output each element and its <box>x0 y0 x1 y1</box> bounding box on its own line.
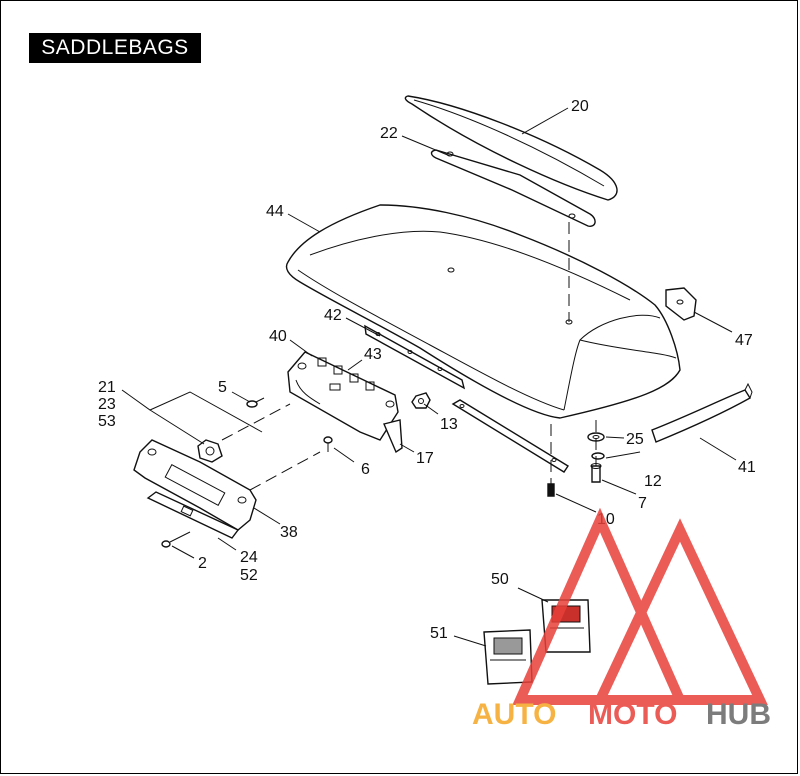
callout-20: 20 <box>571 98 589 115</box>
part-21-lock-cylinder <box>197 439 223 463</box>
part-20-trim-strip <box>404 95 618 201</box>
callout-2: 2 <box>198 555 207 572</box>
part-42-hinge-strip <box>364 324 466 390</box>
part-2-screw <box>161 531 191 548</box>
part-41-strip <box>651 382 753 443</box>
callout-7: 7 <box>638 495 647 512</box>
callout-44: 44 <box>266 203 284 220</box>
part-47-plate <box>665 287 697 321</box>
part-22-bracket <box>430 149 596 227</box>
part-6-screw <box>323 436 333 452</box>
watermark-text-auto: AUTO <box>472 698 556 731</box>
callout-42: 42 <box>324 307 342 324</box>
leader-lines <box>121 107 737 647</box>
callout-23: 23 <box>98 396 116 413</box>
callout-43: 43 <box>364 346 382 363</box>
callout-47: 47 <box>735 332 753 349</box>
callout-41: 41 <box>738 459 756 476</box>
callout-labels: 20 22 44 47 42 40 43 5 21 23 53 13 25 41… <box>98 98 756 642</box>
part-10-screw <box>547 483 555 497</box>
part-5-screw <box>246 397 265 408</box>
callout-53: 53 <box>98 413 116 430</box>
callout-40: 40 <box>269 328 287 345</box>
callout-24: 24 <box>240 549 258 566</box>
callout-13: 13 <box>440 416 458 433</box>
part-strap <box>451 399 569 473</box>
watermark-logo: AUTO MOTO HUB <box>472 507 771 731</box>
callout-52: 52 <box>240 567 258 584</box>
callout-50: 50 <box>491 571 509 588</box>
part-12-washer <box>591 452 605 460</box>
part-44-saddlebag-lid <box>285 204 681 419</box>
callout-25: 25 <box>626 431 644 448</box>
callout-6: 6 <box>361 461 370 478</box>
watermark-text-moto: MOTO <box>588 698 677 731</box>
part-40-latch-plate <box>287 351 399 441</box>
callout-38: 38 <box>280 524 298 541</box>
part-13-nut <box>411 392 431 409</box>
watermark-triangle-icon <box>512 507 768 705</box>
callout-21: 21 <box>98 379 116 396</box>
part-24-base-plate <box>146 491 240 539</box>
page-title: SADDLEBAGS <box>29 33 201 63</box>
watermark-text-hub: HUB <box>706 698 771 731</box>
part-7-bolt <box>590 463 602 483</box>
callout-51: 51 <box>430 625 448 642</box>
part-38-latch-housing <box>133 439 257 531</box>
part-17-latch-lever <box>383 419 403 454</box>
callout-17: 17 <box>416 450 434 467</box>
callout-12: 12 <box>644 473 662 490</box>
callout-5: 5 <box>218 379 227 396</box>
part-51-decal <box>483 629 533 685</box>
callout-22: 22 <box>380 125 398 142</box>
